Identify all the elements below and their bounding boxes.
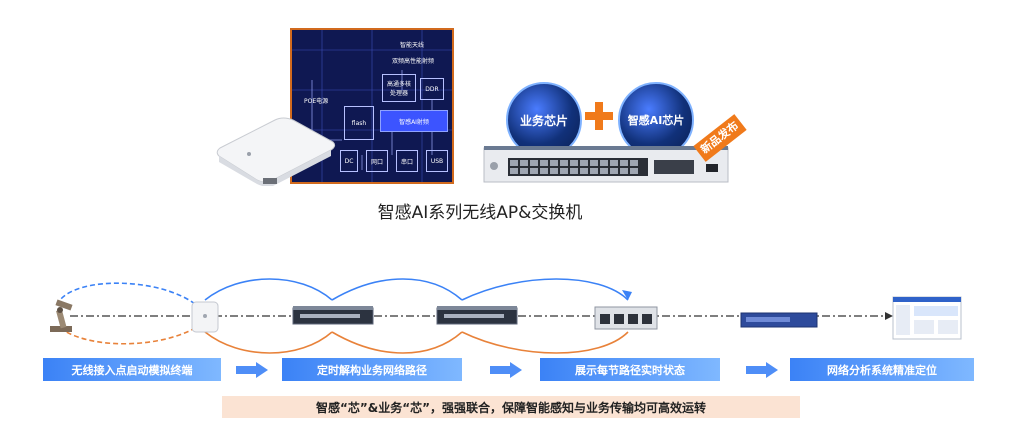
slogan-banner: 智感“芯”&业务“芯”，强强联合，保障智能感知与业务传输均可高效运转 (222, 396, 800, 418)
net-port-box: 网口 (366, 150, 388, 172)
dashed-blue-loop (59, 282, 196, 305)
blue-arc-2 (331, 278, 463, 301)
orange-arc-1 (204, 331, 333, 354)
wireless-ap-device (216, 117, 336, 186)
switch-node-2-icon (436, 306, 518, 325)
step-arrow-1-icon (236, 362, 268, 378)
robot-terminal-icon (50, 299, 73, 332)
network-switch-device (483, 146, 729, 183)
switch-node-1-icon (292, 306, 374, 325)
ai-rf-box: 智感AI射频 (380, 110, 448, 132)
ai-chip-icon: 智感AI芯片 (618, 82, 694, 158)
server-node-icon (594, 306, 658, 330)
ap-node-icon (191, 301, 219, 333)
step-2: 定时解构业务网络路径 (282, 358, 462, 381)
ai-chip-label: 智感AI芯片 (627, 114, 685, 127)
dual-rf-label: 双频高性能射频 (391, 57, 434, 65)
orange-arc-3 (461, 331, 629, 354)
step-4: 网络分析系统精准定位 (790, 358, 974, 381)
step-3: 展示每节路径实时状态 (540, 358, 720, 381)
serial-port-box: 串口 (396, 150, 418, 172)
step-arrow-3-icon (746, 362, 778, 378)
analyzer-node-icon (740, 312, 818, 328)
orange-arc-2 (331, 331, 463, 354)
processor-box: 高通多核 处理器 (382, 74, 416, 102)
dc-box: DC (340, 150, 358, 172)
step-1: 无线接入点启动模拟终端 (43, 358, 221, 381)
chip-title: 智能天线 (400, 42, 425, 49)
poe-label: POE电源 (304, 98, 329, 105)
dashed-orange-loop (59, 327, 196, 345)
step-arrow-2-icon (490, 362, 522, 378)
ddr-box: DDR (420, 78, 444, 100)
business-chip-label: 业务芯片 (519, 113, 568, 128)
analysis-dashboard-icon (892, 296, 962, 340)
chip-grid: 智能天线 双频高性能射频 高通多核 处理器 DDR POE电源 flash 智感… (292, 30, 452, 182)
page-title: 智感AI系列无线AP&交换机 (377, 203, 583, 223)
blue-arc-1 (204, 278, 333, 301)
business-chip-icon: 业务芯片 (506, 82, 582, 158)
blue-arc-3 (461, 278, 629, 301)
flash-box: flash (344, 106, 374, 140)
plus-icon (585, 102, 613, 130)
usb-box: USB (426, 150, 448, 172)
